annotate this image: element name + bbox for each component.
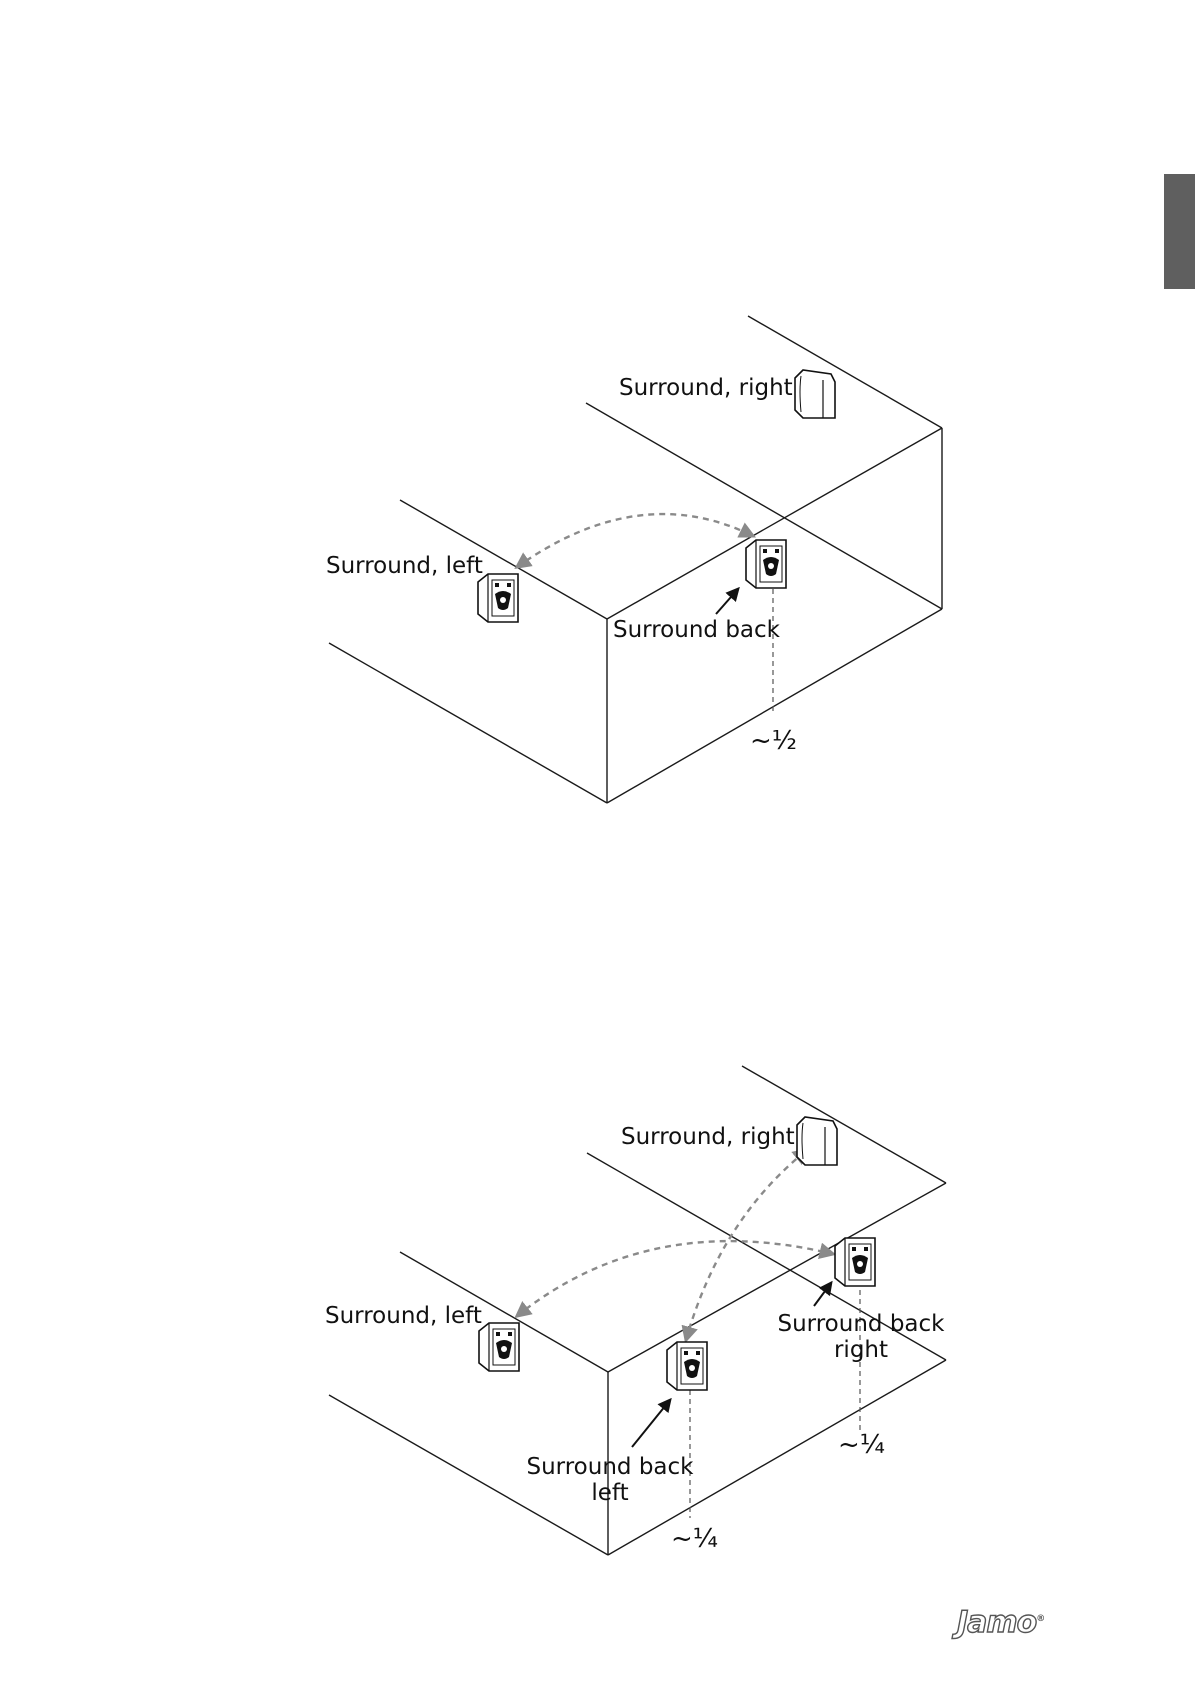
speaker-icon (478, 574, 518, 622)
jamo-logo: Jamo® (957, 1605, 1044, 1640)
label-line: Surround back (525, 1454, 695, 1480)
speaker-icon (667, 1342, 707, 1390)
label-surround-back-right: Surround back right (776, 1311, 946, 1363)
distance-label: ~¼ (671, 1524, 718, 1554)
speaker-icon (797, 1117, 837, 1165)
label-surround-left: Surround, left (325, 1303, 482, 1329)
arrow-icon (814, 1283, 831, 1306)
label-surround-back: Surround back (613, 617, 780, 643)
label-surround-right: Surround, right (621, 1124, 795, 1150)
label-surround-back-left: Surround back left (525, 1454, 695, 1506)
dashed-double-arrow-icon (517, 1241, 833, 1316)
label-line: right (776, 1337, 946, 1363)
label-surround-left: Surround, left (326, 553, 483, 579)
distance-label: ~¼ (838, 1430, 885, 1460)
label-line: Surround back (776, 1311, 946, 1337)
speaker-icon (746, 540, 786, 588)
arrow-icon (716, 589, 738, 614)
speaker-icon (795, 370, 835, 418)
distance-label: ~½ (750, 726, 797, 756)
speaker-icon (835, 1238, 875, 1286)
label-surround-right: Surround, right (619, 375, 793, 401)
logo-text: Jamo (957, 1605, 1036, 1640)
speaker-icon (479, 1323, 519, 1371)
logo-mark: ® (1036, 1614, 1044, 1624)
dashed-double-arrow-icon (517, 514, 753, 567)
arrow-icon (632, 1400, 670, 1447)
label-line: left (525, 1480, 695, 1506)
